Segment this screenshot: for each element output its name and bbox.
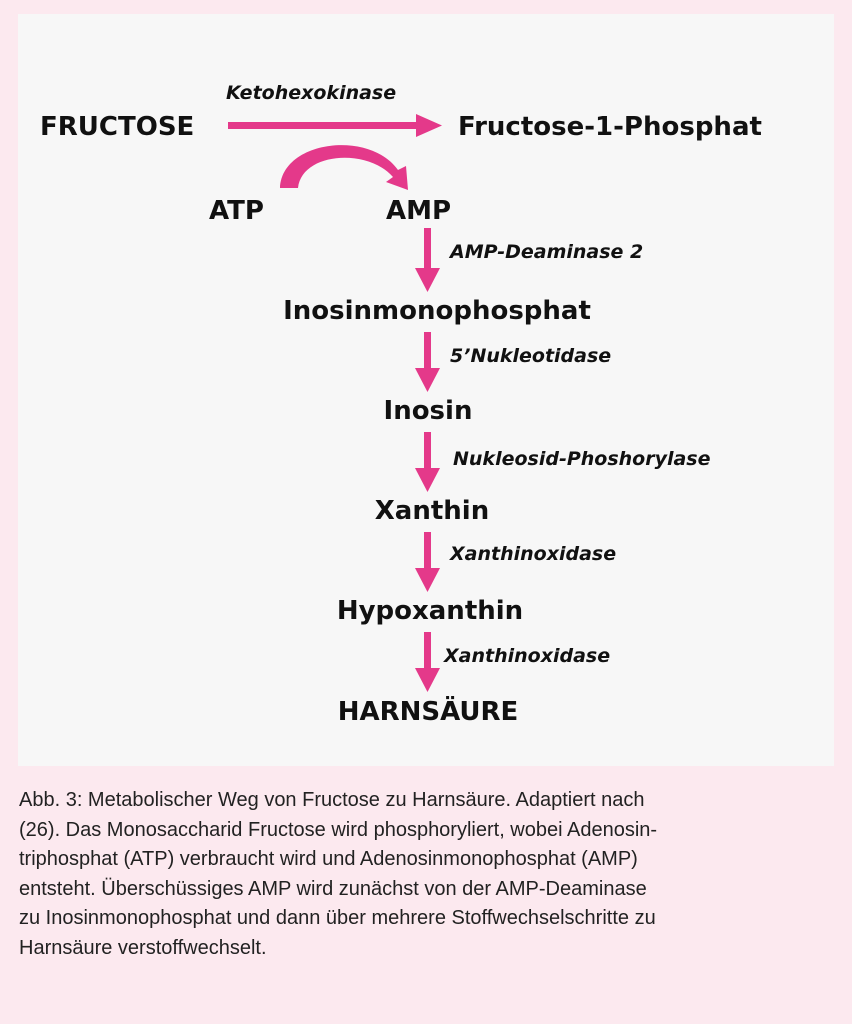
arrow-khk: [228, 114, 442, 137]
arrow-imp-inosin: [415, 332, 440, 392]
node-hypoxanthin: Hypoxanthin: [337, 596, 523, 626]
arrow-amp-imp: [415, 228, 440, 292]
node-harnsaeure: HARNSÄURE: [338, 695, 519, 727]
node-inosinmonophosphat: Inosinmonophosphat: [283, 296, 591, 326]
figure-caption: Abb. 3: Metabolischer Weg von Fructose z…: [19, 786, 829, 963]
arrow-atp-amp: [280, 145, 408, 190]
node-fructose: FRUCTOSE: [40, 112, 194, 142]
node-xanthin: Xanthin: [375, 496, 489, 526]
caption-line: zu Inosinmonophosphat und dann über mehr…: [19, 907, 656, 929]
enzyme-nukleosid-phoshorylase: Nukleosid-Phoshorylase: [453, 448, 711, 470]
node-amp: AMP: [386, 196, 451, 226]
arrow-xanthin-hypoxanthin: [415, 532, 440, 592]
enzyme-xanthinoxidase-1: Xanthinoxidase: [449, 543, 616, 565]
node-inosin: Inosin: [384, 396, 473, 426]
enzyme-5-nukleotidase: 5’Nukleotidase: [450, 345, 611, 367]
enzyme-ketohexokinase: Ketohexokinase: [226, 82, 396, 104]
caption-line: Abb. 3: Metabolischer Weg von Fructose z…: [19, 789, 645, 811]
enzyme-xanthinoxidase-2: Xanthinoxidase: [443, 645, 610, 667]
caption-line: (26). Das Monosaccharid Fructose wird ph…: [19, 818, 658, 841]
pathway-diagram: Ketohexokinase FRUCTOSE Fructose-1-Phosp…: [40, 82, 762, 727]
caption-line: Harnsäure verstoffwechselt.: [19, 936, 267, 959]
caption-line: triphosphat (ATP) verbraucht wird und Ad…: [19, 848, 638, 870]
node-atp: ATP: [209, 196, 264, 226]
enzyme-amp-deaminase: AMP-Deaminase 2: [448, 241, 643, 263]
node-fructose-1-phosphat: Fructose-1-Phosphat: [458, 112, 762, 142]
arrow-hypoxanthin-harnsaeure: [415, 632, 440, 692]
arrow-inosin-xanthin: [415, 432, 440, 492]
caption-line: entsteht. Überschüssiges AMP wird zunäch…: [19, 877, 647, 900]
